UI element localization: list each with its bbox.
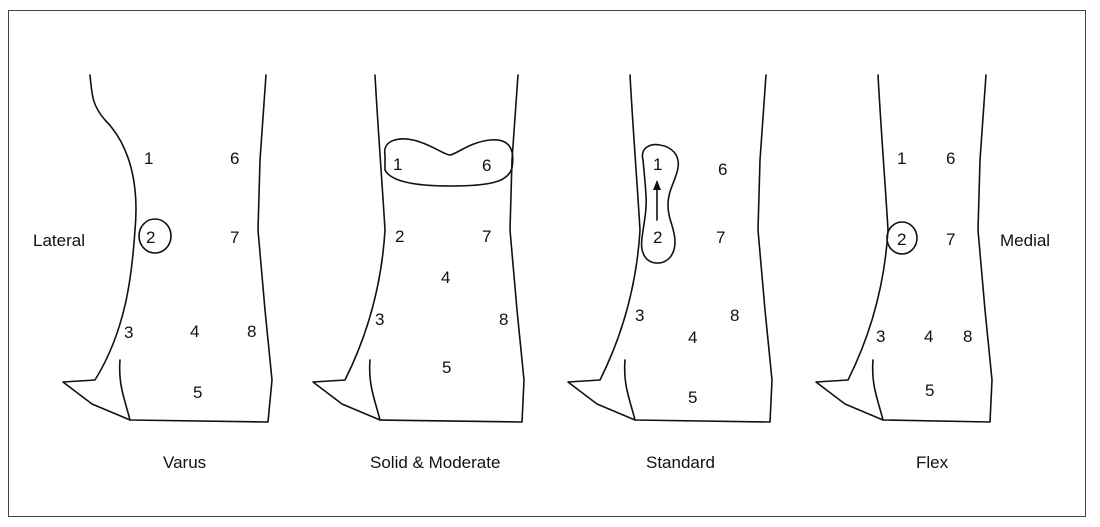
zone-3: 3 (375, 310, 384, 329)
zone-8: 8 (963, 327, 972, 346)
zone-5: 5 (442, 358, 451, 377)
medial-label: Medial (1000, 231, 1050, 250)
zone-8: 8 (499, 310, 508, 329)
zone-4: 4 (190, 322, 199, 341)
heel-line (625, 360, 635, 420)
arrow-up-icon (653, 180, 661, 190)
panel-solid-moderate: 1 2 3 4 5 6 7 8 Solid & Moderate (313, 75, 524, 472)
caption-solid-moderate: Solid & Moderate (370, 453, 500, 472)
zone-2: 2 (653, 228, 662, 247)
zone-5: 5 (193, 383, 202, 402)
zone-7: 7 (716, 228, 725, 247)
zone-6: 6 (718, 160, 727, 179)
zone-7: 7 (946, 230, 955, 249)
zone-8: 8 (247, 322, 256, 341)
zone-6: 6 (482, 156, 491, 175)
zone-2: 2 (146, 228, 155, 247)
heel-line (120, 360, 130, 420)
zone-2: 2 (897, 230, 906, 249)
foot-outline (63, 75, 272, 422)
zone-6: 6 (230, 149, 239, 168)
zone-2: 2 (395, 227, 404, 246)
zone-1: 1 (897, 149, 906, 168)
zone-4: 4 (441, 268, 450, 287)
panel-flex: 1 2 3 4 5 6 7 8 Flex (816, 75, 992, 472)
zone-5: 5 (688, 388, 697, 407)
caption-varus: Varus (163, 453, 206, 472)
zone-1: 1 (393, 155, 402, 174)
zone-1: 1 (653, 155, 662, 174)
heel-line (873, 360, 883, 420)
caption-flex: Flex (916, 453, 949, 472)
zone-8: 8 (730, 306, 739, 325)
lateral-label: Lateral (33, 231, 85, 250)
zone-3: 3 (876, 327, 885, 346)
panel-varus: 1 2 3 4 5 6 7 8 Varus (63, 75, 272, 472)
zone-5: 5 (925, 381, 934, 400)
zone-1: 1 (144, 149, 153, 168)
zone-7: 7 (230, 228, 239, 247)
foot-outline (568, 75, 772, 422)
zone-3: 3 (635, 306, 644, 325)
zone-1-6-highlight (385, 139, 513, 186)
caption-standard: Standard (646, 453, 715, 472)
panel-standard: 1 2 3 4 5 6 7 8 Standard (568, 75, 772, 472)
zone-6: 6 (946, 149, 955, 168)
zone-4: 4 (688, 328, 697, 347)
zone-3: 3 (124, 323, 133, 342)
heel-line (370, 360, 380, 420)
zone-4: 4 (924, 327, 933, 346)
zone-7: 7 (482, 227, 491, 246)
foot-outline (313, 75, 524, 422)
